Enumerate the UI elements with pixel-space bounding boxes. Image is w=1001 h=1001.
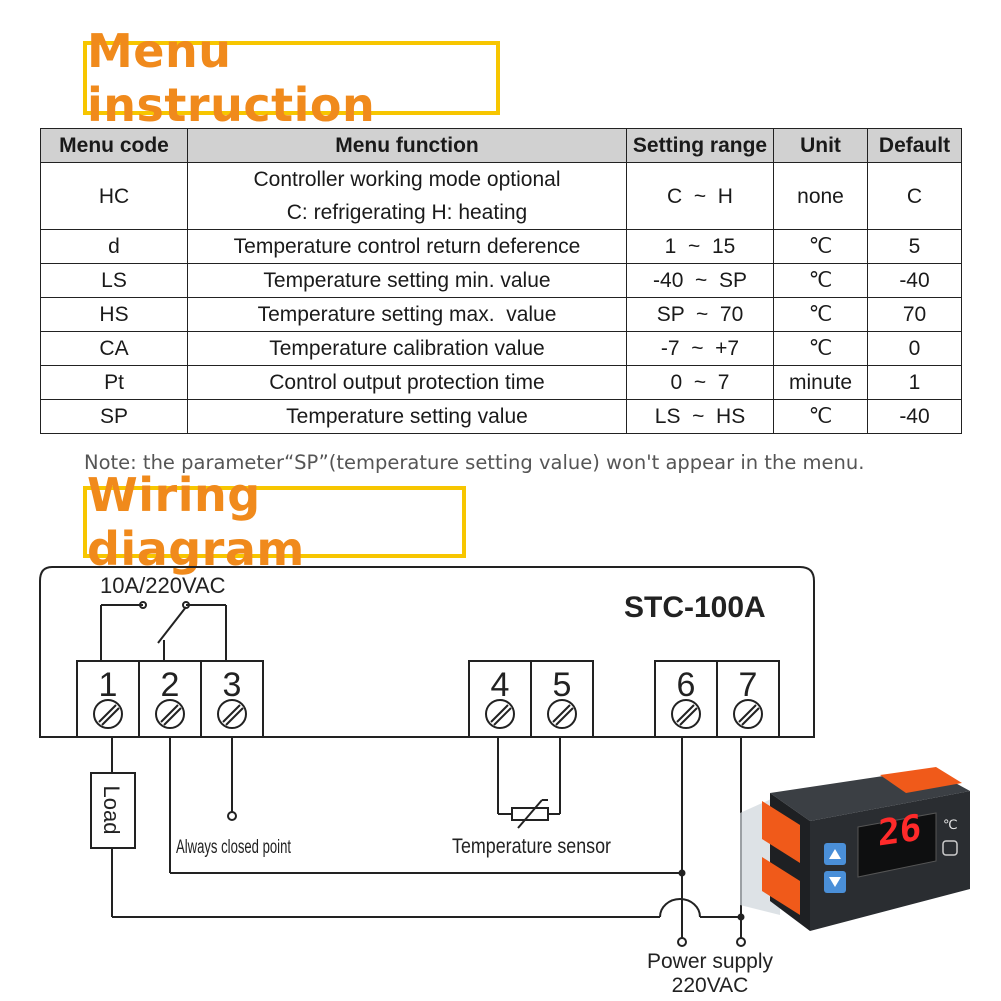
terminal-label-7: 7 bbox=[739, 666, 758, 704]
cell-code: CA bbox=[40, 331, 188, 366]
controller-device-image: 26 ℃ bbox=[740, 767, 970, 931]
cell-range: -40 ~ SP bbox=[626, 263, 774, 298]
cell-code: LS bbox=[40, 263, 188, 298]
cell-default: -40 bbox=[867, 263, 962, 298]
cell-function: Control output protection time bbox=[187, 365, 627, 400]
cell-function: Temperature setting min. value bbox=[187, 263, 627, 298]
cell-unit: ℃ bbox=[773, 229, 868, 264]
terminal-label-3: 3 bbox=[223, 666, 242, 704]
display-value: 26 bbox=[878, 806, 921, 855]
relay-rating-label: 10A/220VAC bbox=[100, 573, 226, 598]
column-header-unit: Unit bbox=[773, 128, 868, 163]
model-label: STC-100A bbox=[624, 591, 766, 624]
screw-icon bbox=[93, 699, 763, 729]
up-arrow-icon bbox=[829, 849, 841, 859]
cell-range: 1 ~ 15 bbox=[626, 229, 774, 264]
thermistor-icon bbox=[511, 799, 549, 829]
column-header-menu-function: Menu function bbox=[187, 128, 627, 163]
cell-range: -7 ~ +7 bbox=[626, 331, 774, 366]
menu-instruction-title: Menu instruction bbox=[87, 24, 376, 132]
table-row: SP Temperature setting value LS ~ HS ℃ -… bbox=[40, 399, 962, 434]
cell-function-line1: Controller working mode optional bbox=[253, 168, 561, 191]
load-box bbox=[90, 772, 136, 849]
cell-default: 1 bbox=[867, 365, 962, 400]
cell-unit: ℃ bbox=[773, 399, 868, 434]
relay-contact bbox=[100, 601, 227, 661]
cell-function: Temperature setting value bbox=[187, 399, 627, 434]
cell-default: 0 bbox=[867, 331, 962, 366]
table-row: d Temperature control return deference 1… bbox=[40, 229, 962, 264]
terminal-label-5: 5 bbox=[553, 666, 572, 704]
table-row: LS Temperature setting min. value -40 ~ … bbox=[40, 263, 962, 298]
terminal-label-4: 4 bbox=[491, 666, 510, 704]
table-row: HS Temperature setting max. value SP ~ 7… bbox=[40, 297, 962, 332]
cell-range: SP ~ 70 bbox=[626, 297, 774, 332]
cell-code: d bbox=[40, 229, 188, 264]
menu-note: Note: the parameter“SP”(temperature sett… bbox=[84, 451, 865, 474]
junction-dots bbox=[678, 869, 745, 921]
display-window bbox=[857, 812, 937, 878]
top-clip bbox=[880, 767, 962, 793]
cell-function: Temperature setting max. value bbox=[187, 297, 627, 332]
power-supply-label: Power supply bbox=[647, 950, 774, 973]
terminal-block-6-7 bbox=[654, 660, 780, 738]
terminal-label-1: 1 bbox=[99, 666, 118, 704]
menu-instruction-header: Menu instruction bbox=[83, 24, 500, 132]
column-header-default: Default bbox=[867, 128, 962, 163]
wiring-diagram: 10A/220VAC STC-100A 1 2 3 4 5 6 7 bbox=[39, 566, 815, 997]
down-arrow-icon bbox=[829, 877, 841, 887]
cell-default: 5 bbox=[867, 229, 962, 264]
table-row: Pt Control output protection time 0 ~ 7 … bbox=[40, 365, 962, 400]
wires bbox=[111, 737, 742, 939]
cell-unit: minute bbox=[773, 365, 868, 400]
controller-outline bbox=[39, 566, 815, 738]
cell-code: HS bbox=[40, 297, 188, 332]
cell-function: Temperature calibration value bbox=[187, 331, 627, 366]
menu-table: Menu code Menu function Setting range Un… bbox=[40, 128, 962, 434]
unit-symbol: ℃ bbox=[943, 818, 958, 833]
cell-unit: ℃ bbox=[773, 297, 868, 332]
column-header-setting-range: Setting range bbox=[626, 128, 774, 163]
terminal-label-2: 2 bbox=[161, 666, 180, 704]
cell-code: SP bbox=[40, 399, 188, 434]
terminal-label-6: 6 bbox=[677, 666, 696, 704]
cell-unit: ℃ bbox=[773, 331, 868, 366]
terminal-block-4-5 bbox=[468, 660, 594, 738]
column-header-menu-code: Menu code bbox=[40, 128, 188, 163]
cell-unit: ℃ bbox=[773, 263, 868, 298]
cell-default: C bbox=[867, 162, 962, 230]
open-terminals bbox=[227, 811, 746, 947]
cell-function-line2: C: refrigerating H: heating bbox=[286, 201, 528, 224]
table-row: CA Temperature calibration value -7 ~ +7… bbox=[40, 331, 962, 366]
cell-code: Pt bbox=[40, 365, 188, 400]
cell-code: HC bbox=[40, 162, 188, 230]
cell-default: 70 bbox=[867, 297, 962, 332]
power-voltage-label: 220VAC bbox=[672, 974, 749, 997]
wiring-diagram-header: Wiring diagram bbox=[83, 468, 466, 576]
cell-function: Controller working mode optional C: refr… bbox=[187, 162, 627, 230]
power-button[interactable] bbox=[942, 840, 958, 856]
left-clip bbox=[762, 801, 800, 863]
left-clip-lower bbox=[762, 857, 800, 915]
table-header-row: Menu code Menu function Setting range Un… bbox=[40, 128, 962, 163]
cell-range: LS ~ HS bbox=[626, 399, 774, 434]
cell-default: -40 bbox=[867, 399, 962, 434]
cell-range: C ~ H bbox=[626, 162, 774, 230]
cell-range: 0 ~ 7 bbox=[626, 365, 774, 400]
table-row: HC Controller working mode optional C: r… bbox=[40, 162, 962, 230]
always-closed-label: Always closed point bbox=[176, 837, 291, 858]
cell-function: Temperature control return deference bbox=[187, 229, 627, 264]
load-label: Load bbox=[99, 786, 124, 835]
cell-unit: none bbox=[773, 162, 868, 230]
sensor-label: Temperature sensor bbox=[452, 835, 611, 858]
